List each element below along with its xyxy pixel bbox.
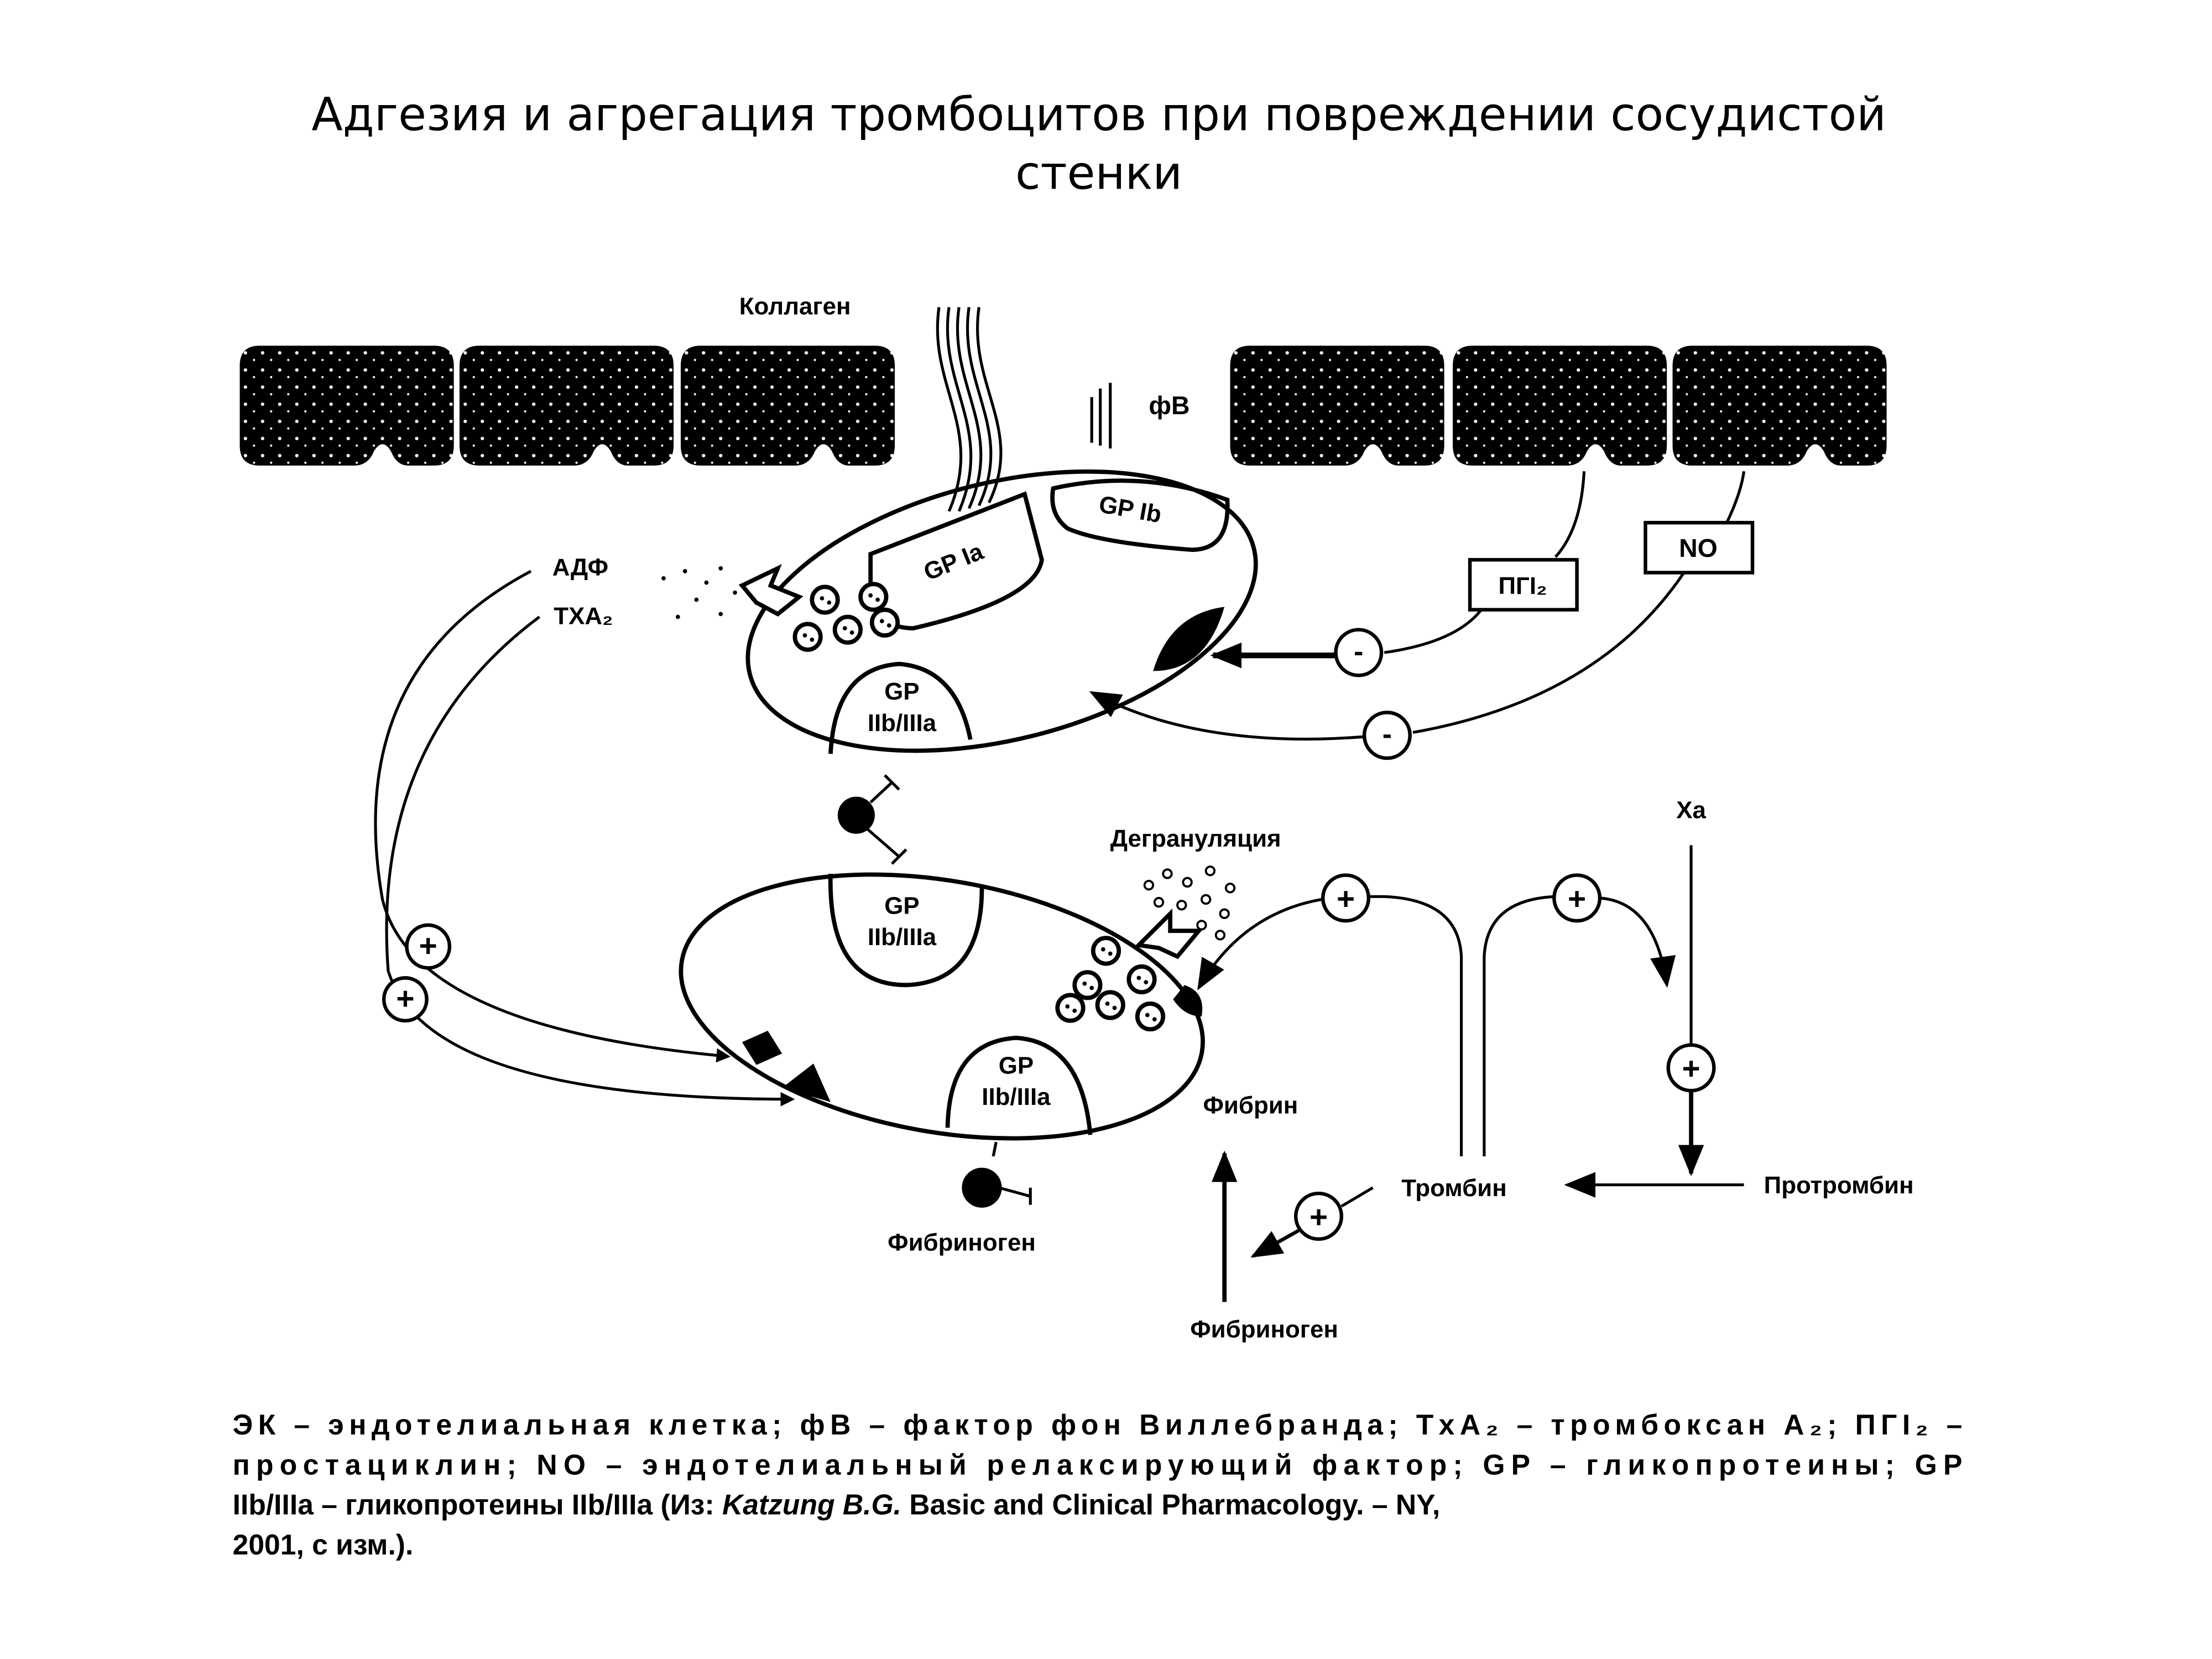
plus-icon xyxy=(1321,873,1371,923)
thrombin-to-fibrin-arrow xyxy=(1250,1229,1300,1258)
minus-sign: - xyxy=(1354,635,1363,667)
gp-iib-iiia-label-lower-2: IIb/IIIa xyxy=(982,1083,1051,1110)
prothrombin-label: Протромбин xyxy=(1764,1172,1914,1199)
caption-line-3b: Basic and Clinical Pharmacology. – NY, xyxy=(901,1489,1440,1521)
plus-sign: + xyxy=(1682,1052,1700,1087)
txa2-feedback-arrow xyxy=(385,615,795,1107)
plus-icon xyxy=(1552,873,1602,923)
gp-label-upper: GP xyxy=(884,678,919,705)
gp-iib-iiia-label-lower: IIb/IIIa xyxy=(868,924,937,951)
gp-label-lower: GP xyxy=(884,892,919,919)
no-box xyxy=(1644,520,1755,575)
minus-icon xyxy=(1362,711,1412,760)
plus-icon xyxy=(1294,1191,1344,1241)
collagen-label: Коллаген xyxy=(739,293,851,320)
plus-sign: + xyxy=(1568,882,1586,917)
degranulation-particles xyxy=(1143,865,1236,941)
no-label: NO xyxy=(1679,534,1718,562)
granules-lower xyxy=(1057,938,1163,1029)
released-particles-upper xyxy=(661,566,737,619)
figure-caption: ЭК – эндотелиальная клетка; фВ – фактор … xyxy=(233,1408,1963,1561)
fibrin-label: Фибрин xyxy=(1203,1092,1298,1119)
endothelial-cells-left xyxy=(239,346,895,466)
caption-line-3: IIb/IIIa – гликопротеины IIb/IIIa (Из: K… xyxy=(233,1489,1441,1521)
plus-sign: + xyxy=(419,929,437,964)
caption-line-2: простациклин; NO – эндотелиальный релакс… xyxy=(233,1448,1963,1480)
title-line-2: стенки xyxy=(1015,147,1182,200)
receptor-upper xyxy=(1153,607,1225,671)
fibrinogen-label: Фибриноген xyxy=(1190,1316,1338,1343)
aggregating-platelet: GP IIb/IIIa GP IIb/IIIa xyxy=(679,872,1205,1141)
plus-sign: + xyxy=(396,982,414,1016)
caption-line-4: 2001, с изм.). xyxy=(233,1528,414,1561)
caption-author: Katzung B.G. xyxy=(722,1489,901,1521)
release-arrow-lower xyxy=(1134,908,1204,959)
granules-upper xyxy=(795,584,898,650)
plus-icon xyxy=(382,976,429,1023)
txa2-label: ТХА₂ xyxy=(554,602,613,629)
title-line-1: Адгезия и агрегация тромбоцитов при повр… xyxy=(311,88,1886,141)
release-arrow-upper xyxy=(738,564,804,617)
degranulation-label: Дегрануляция xyxy=(1110,825,1281,852)
txa2-receptor xyxy=(782,1063,831,1102)
inhibition-arrow-no xyxy=(1089,691,1365,741)
pgi2-label: ПГI₂ xyxy=(1499,572,1547,599)
fibrinogen-molecule-lower xyxy=(962,1167,1002,1208)
vwf-lines xyxy=(1090,383,1112,448)
collagen-fibers xyxy=(936,307,1003,512)
adherent-platelet: GP Ia GP Ib GP IIb/IIIa xyxy=(745,469,1258,754)
thrombin-label: Тромбин xyxy=(1401,1175,1507,1202)
fibrinogen-label-lower: Фибриноген xyxy=(888,1229,1036,1256)
endothelial-cells-right xyxy=(1230,346,1887,466)
gp-ia-label: GP Ia xyxy=(920,538,987,586)
adp-feedback-arrow xyxy=(374,570,731,1063)
fibrinogen-molecule xyxy=(837,796,875,834)
adp-label: АДФ xyxy=(552,554,608,581)
adp-receptor xyxy=(742,1030,782,1065)
xa-label: Xa xyxy=(1676,796,1706,823)
caption-line-1: ЭК – эндотелиальная клетка; фВ – фактор … xyxy=(233,1408,1963,1441)
minus-sign: - xyxy=(1383,718,1392,750)
vwf-label: фВ xyxy=(1149,391,1190,420)
plus-sign: + xyxy=(1337,882,1355,917)
plus-sign: + xyxy=(1310,1200,1328,1235)
thrombin-activation-arrow xyxy=(1197,898,1322,990)
thrombin-feedback-arrow xyxy=(1599,896,1676,988)
caption-line-3a: IIb/IIIa – гликопротеины IIb/IIIa (Из: xyxy=(233,1489,722,1521)
plus-icon xyxy=(405,923,452,970)
gp-label-lower-2: GP xyxy=(999,1052,1034,1079)
gp-iib-iiia-label-upper: IIb/IIIa xyxy=(868,709,937,737)
gp-ib-label: GP Ib xyxy=(1097,491,1164,528)
pgi2-box xyxy=(1468,558,1579,612)
